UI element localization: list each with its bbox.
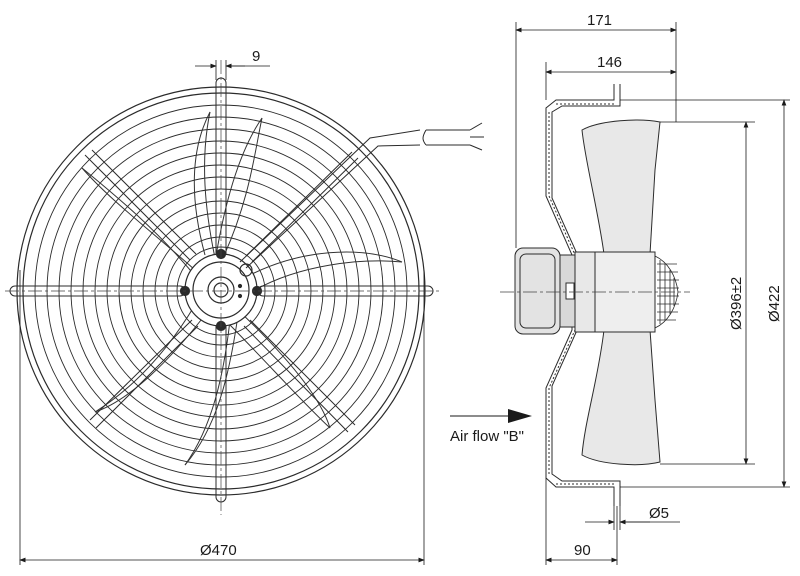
motor-rotor	[514, 247, 561, 335]
dim-470-label: Ø470	[200, 542, 237, 559]
airflow-label: Air flow "B"	[450, 428, 524, 445]
airflow-arrow-icon	[508, 409, 532, 423]
side-dimensions	[515, 22, 790, 565]
upper-blade	[581, 119, 661, 255]
dim-5-label: Ø5	[649, 505, 669, 522]
lower-blade	[581, 329, 661, 466]
dim-90-label: 90	[574, 542, 591, 559]
side-view	[500, 84, 690, 506]
dim-9-label: 9	[252, 48, 260, 65]
dim-422-label: Ø422	[766, 285, 783, 322]
dim-396-label: Ø396±2	[728, 277, 745, 330]
dim-171-label: 171	[587, 12, 612, 29]
front-view	[5, 60, 484, 515]
front-dimensions	[19, 60, 425, 565]
front-centerlines	[5, 60, 440, 515]
front-blades	[81, 111, 403, 466]
airflow-indicator	[450, 409, 532, 423]
dim-146-label: 146	[597, 54, 622, 71]
cable	[239, 122, 484, 269]
